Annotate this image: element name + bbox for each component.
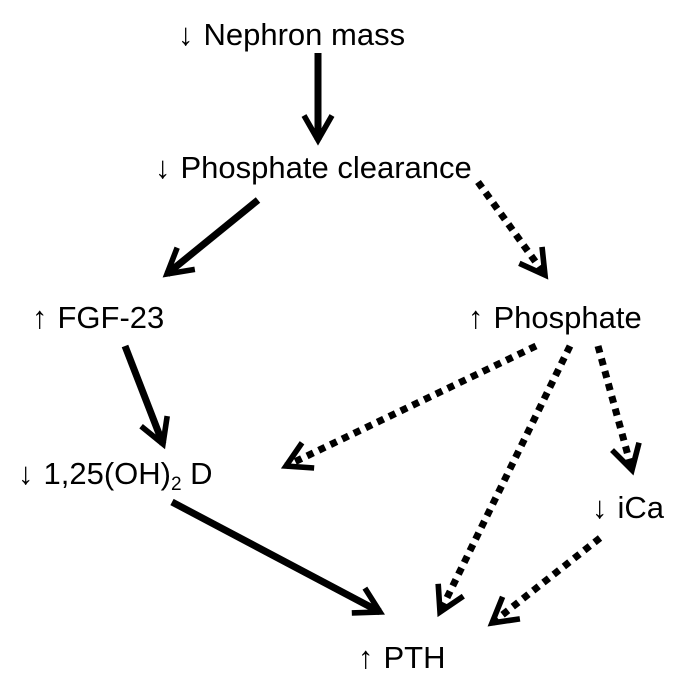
edge-phosphate-to-vitd — [280, 342, 538, 471]
node-label-subscript: 2 — [170, 474, 182, 495]
edge-clearance-to-fgf23 — [162, 197, 261, 278]
node-label: Nephron mass — [203, 17, 406, 52]
up-arrow-icon: ↑ — [358, 640, 374, 675]
up-arrow-icon: ↑ — [468, 300, 484, 335]
edge-ica-to-pth — [487, 535, 603, 627]
node-label: Phosphate — [493, 300, 642, 335]
node-phosphate: ↑ Phosphate — [468, 302, 642, 333]
down-arrow-icon: ↓ — [155, 150, 171, 185]
up-arrow-icon: ↑ — [32, 300, 48, 335]
edge-phosphate-to-ica — [594, 345, 642, 476]
edge-fgf23-to-vitd — [121, 344, 170, 450]
node-fgf23: ↑ FGF-23 — [32, 302, 164, 333]
node-vitamin-d: ↓ 1,25(OH)2 D — [18, 458, 213, 494]
node-label: Phosphate clearance — [180, 150, 472, 185]
node-label: PTH — [383, 640, 446, 675]
down-arrow-icon: ↓ — [178, 17, 194, 52]
node-label-suffix: D — [181, 456, 213, 491]
node-nephron-mass: ↓ Nephron mass — [178, 19, 405, 50]
down-arrow-icon: ↓ — [592, 490, 608, 525]
edge-clearance-to-phosphate — [475, 179, 549, 280]
node-ica: ↓ iCa — [592, 492, 664, 523]
node-label: FGF-23 — [57, 300, 165, 335]
node-pth: ↑ PTH — [358, 642, 446, 673]
node-phosphate-clearance: ↓ Phosphate clearance — [155, 152, 472, 183]
node-label-main: 1,25(OH) — [43, 456, 171, 491]
edge-vitd-to-pth — [170, 498, 385, 616]
edge-phosphate-to-pth — [435, 344, 574, 618]
node-label: iCa — [617, 490, 665, 525]
down-arrow-icon: ↓ — [18, 456, 34, 491]
